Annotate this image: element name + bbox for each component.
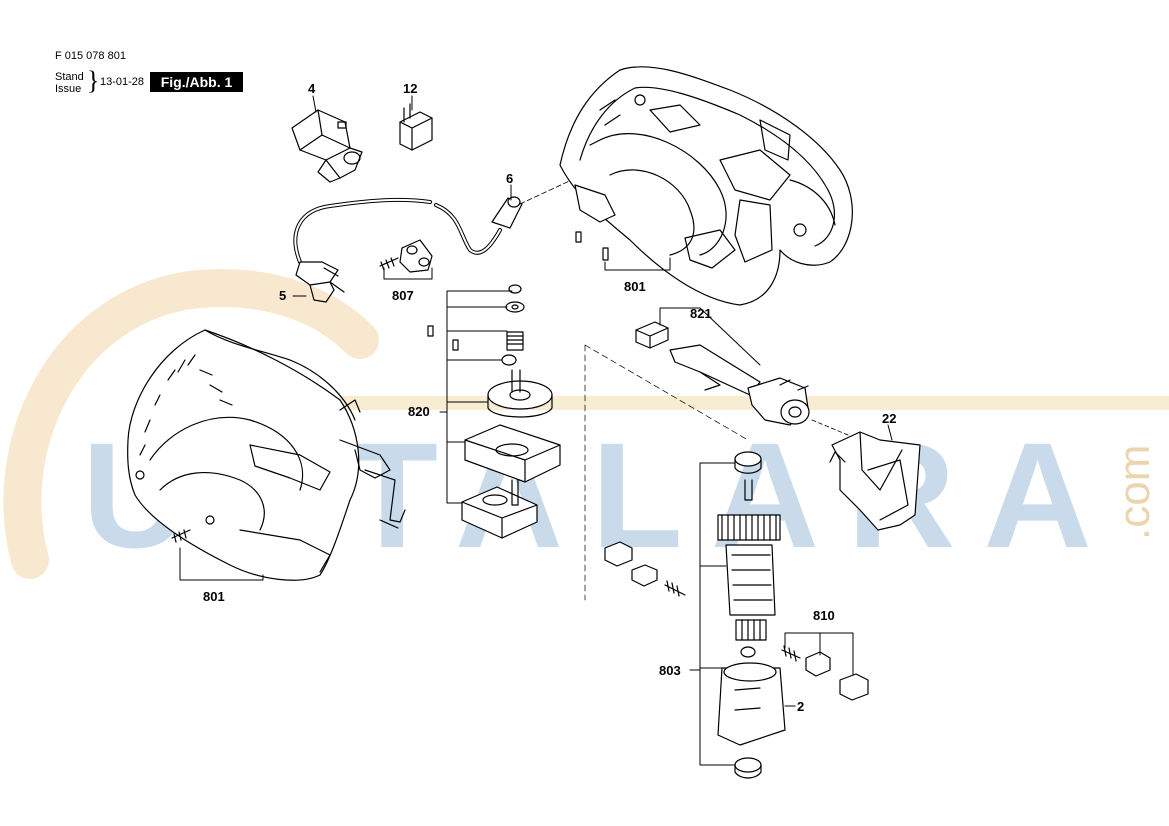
housing-screw-left — [171, 529, 191, 543]
housing-screws-top — [575, 231, 609, 261]
armature-part — [717, 451, 786, 779]
label-part-12: 12 — [403, 81, 417, 96]
guide-dashed-line — [584, 344, 749, 601]
label-part-5: 5 — [279, 288, 286, 303]
label-part-820: 820 — [408, 404, 430, 419]
carbon-brush-part — [604, 541, 869, 701]
cord-clamp-part — [379, 239, 433, 273]
label-part-807: 807 — [392, 288, 414, 303]
issue-date: 13-01-28 — [100, 76, 145, 88]
housing-right-half — [559, 66, 853, 306]
bracket-part — [829, 431, 921, 531]
document-code: F 015 078 801 — [55, 50, 126, 62]
label-part-810: 810 — [813, 608, 835, 623]
watermark-arc — [3, 269, 379, 579]
label-part-4: 4 — [308, 81, 316, 96]
label-part-6: 6 — [506, 171, 513, 186]
label-part-22: 22 — [882, 411, 896, 426]
callout-leaders — [179, 95, 893, 766]
brace-glyph: } — [87, 66, 100, 95]
figure-label: Fig./Abb. 1 — [150, 72, 243, 92]
housing-left-half — [127, 329, 406, 581]
label-part-821: 821 — [690, 306, 712, 321]
label-part-2: 2 — [797, 699, 804, 714]
issue-label: Issue — [55, 83, 82, 95]
spindle-assembly-part — [427, 284, 561, 539]
brush-holder-part — [635, 321, 861, 441]
label-part-801-top: 801 — [624, 279, 646, 294]
stand-label: Stand — [55, 71, 84, 83]
power-cord-part — [293, 175, 581, 303]
switch-part — [291, 109, 363, 183]
label-part-801-left: 801 — [203, 589, 225, 604]
capacitor-part — [399, 103, 433, 151]
label-part-803: 803 — [659, 663, 681, 678]
